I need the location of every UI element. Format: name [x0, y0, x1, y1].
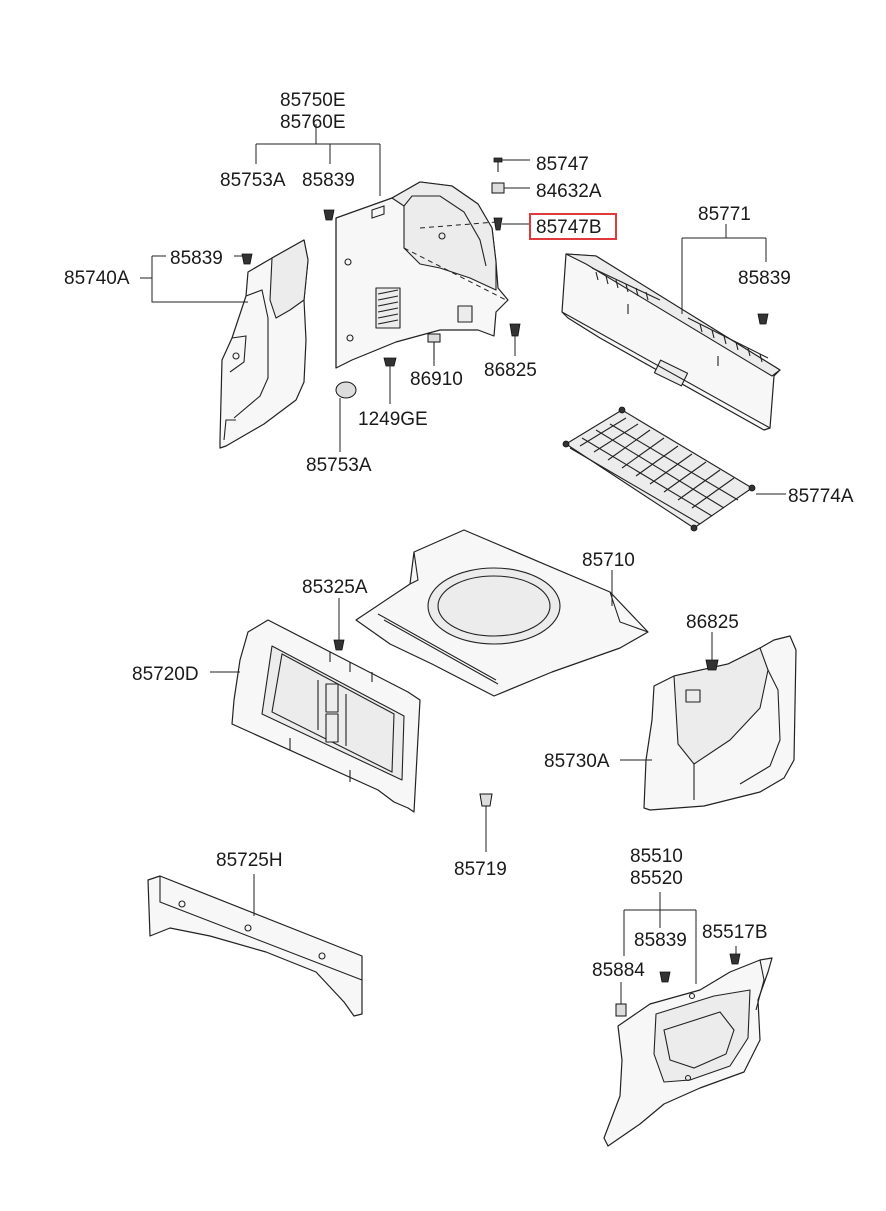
label-85520: 85520	[630, 868, 683, 889]
label-85747: 85747	[536, 154, 589, 175]
label-1249GE: 1249GE	[358, 409, 428, 430]
label-85730A: 85730A	[544, 751, 610, 772]
label-85725H: 85725H	[216, 850, 283, 871]
side-panel-85510[interactable]	[603, 957, 773, 1147]
cap-85753A-icon	[335, 381, 357, 452]
label-85753A-bot: 85753A	[306, 455, 372, 476]
label-85839-top: 85839	[302, 170, 355, 191]
label-85510: 85510	[630, 846, 683, 867]
label-85884: 85884	[592, 960, 645, 981]
clip-85839-top-icon	[323, 209, 335, 221]
trim-strip-85725H[interactable]	[147, 875, 363, 1017]
clip-85517B-icon	[729, 946, 741, 965]
label-85747B[interactable]: 85747B	[536, 217, 602, 238]
label-85719: 85719	[454, 859, 507, 880]
clip-86825-top-icon	[509, 323, 521, 356]
label-86825-mid: 86825	[686, 612, 739, 633]
label-85720D: 85720D	[132, 664, 199, 685]
clip-85884-icon	[615, 982, 627, 1017]
label-85771: 85771	[698, 204, 751, 225]
label-86825-top: 86825	[484, 360, 537, 381]
clip-85839-left-icon	[241, 253, 253, 265]
label-85760E: 85760E	[280, 112, 346, 133]
label-85839-right: 85839	[738, 268, 791, 289]
label-85750E: 85750E	[280, 90, 346, 111]
side-trim-85730A[interactable]	[643, 635, 797, 811]
clip-85325A-icon	[333, 598, 345, 651]
label-85839-bot: 85839	[634, 930, 687, 951]
label-85774A: 85774A	[788, 486, 854, 507]
screw-1249GE-icon	[383, 357, 397, 404]
bolt-86910-icon	[427, 333, 441, 366]
cover-panel-85771[interactable]	[561, 253, 781, 431]
highlight-box-85747B	[529, 213, 617, 240]
clip-86825-mid-icon	[705, 632, 719, 671]
label-85740A: 85740A	[64, 268, 130, 289]
floor-mat-85710[interactable]	[355, 529, 649, 697]
trim-panel-85750E[interactable]	[335, 181, 509, 369]
label-84632A: 84632A	[536, 181, 602, 202]
label-85325A: 85325A	[302, 577, 368, 598]
partition-85720D[interactable]	[231, 619, 421, 813]
label-85517B: 85517B	[702, 922, 768, 943]
label-85710: 85710	[582, 550, 635, 571]
cargo-net-85774A[interactable]	[562, 406, 756, 532]
label-85839-left: 85839	[170, 248, 223, 269]
label-85753A-top: 85753A	[220, 170, 286, 191]
nut-84632A-icon	[491, 182, 530, 194]
screw-85747-icon	[493, 157, 530, 172]
clip-85747B-icon	[493, 217, 530, 231]
side-panel-85740A[interactable]	[219, 239, 309, 449]
clip-85719-icon	[479, 793, 493, 852]
clip-85839-right-icon	[757, 313, 769, 325]
label-86910: 86910	[410, 369, 463, 390]
clip-85839-bot-icon	[659, 971, 671, 983]
